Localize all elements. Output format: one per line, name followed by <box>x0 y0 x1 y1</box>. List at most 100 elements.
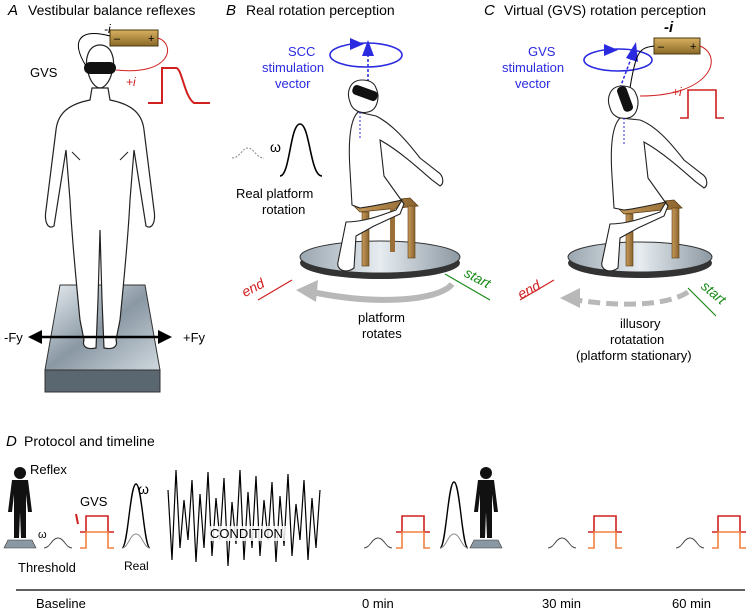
panel-d-letter: D <box>6 433 17 450</box>
illusory-rotation-arrowhead <box>560 288 580 308</box>
threshold-bump-60 <box>675 537 705 549</box>
wire-negative-c <box>629 45 655 89</box>
omega-small-bump <box>231 147 265 159</box>
end-marker-line-c <box>519 279 555 301</box>
force-arrow-left <box>28 330 42 344</box>
gvs-headband <box>84 62 116 74</box>
gvs-label: GVS <box>30 65 58 80</box>
platform-disc-c <box>567 241 713 273</box>
gvs-pulse-60 <box>712 515 746 533</box>
panel-d: D Protocol and timeline Reflex GVS ω ω T… <box>3 433 746 610</box>
gvs-rotation-ellipse <box>583 48 653 72</box>
timeline-0min: 0 min <box>362 596 394 610</box>
svg-text:–: – <box>114 33 121 45</box>
gvs-pulse-waveform <box>148 67 210 104</box>
gvs-vector-label-1: GVS <box>528 44 556 59</box>
condition-noise-waveform <box>167 469 321 567</box>
panel-b: B Real rotation perception SCC stimulati… <box>226 2 494 341</box>
real-platform-label-1: Real platform <box>236 186 313 201</box>
panel-a-title: Vestibular balance reflexes <box>28 2 195 18</box>
battery-icon: – + <box>109 29 159 47</box>
panel-a-letter: A <box>7 2 18 19</box>
gvs-rotation-arrowhead <box>604 44 618 56</box>
condition-label-bg <box>206 526 290 541</box>
gvs-threshold-pulse-d1 <box>80 531 114 549</box>
gvs-tick-mark <box>75 513 79 525</box>
real-rotation-small-0 <box>439 533 469 549</box>
gvs-pulse-d1 <box>80 515 114 533</box>
gvs-pulse-waveform-c <box>680 89 724 119</box>
wire-positive <box>115 37 168 72</box>
real-rotation-peak-d <box>121 483 151 549</box>
svg-text:+: + <box>148 33 154 45</box>
omega-real-d: ω <box>138 481 149 497</box>
platform-rotation-arrowhead <box>296 280 318 302</box>
gvs-pulse-30 <box>588 515 622 533</box>
end-marker-line <box>257 279 293 301</box>
real-rotation-small-d <box>121 533 151 549</box>
real-platform-label-2: rotation <box>262 202 305 217</box>
force-arrow-right <box>158 330 172 344</box>
gvs-label-d: GVS <box>80 494 108 509</box>
timeline-baseline: Baseline <box>36 596 86 610</box>
scc-rotation-ellipse <box>329 42 403 68</box>
gvs-threshold-pulse-60 <box>712 531 746 549</box>
panel-b-letter: B <box>226 2 236 19</box>
plus-i-label-c: +i <box>672 85 682 99</box>
wire-positive-c <box>639 45 712 97</box>
panel-a: A Vestibular balance reflexes – + -i +i … <box>4 2 210 393</box>
gvs-threshold-pulse-0 <box>396 531 430 549</box>
real-rotation-profile <box>279 123 323 177</box>
threshold-bump-0 <box>363 537 393 549</box>
minus-i-label: -i <box>104 22 111 36</box>
panel-c-title: Virtual (GVS) rotation perception <box>504 2 706 18</box>
wire-negative <box>77 33 111 67</box>
force-right-label: +Fy <box>183 330 206 345</box>
illusory-label-1: illusory <box>620 316 661 331</box>
real-label: Real <box>124 559 149 573</box>
panel-c: C Virtual (GVS) rotation perception GVS … <box>484 2 730 363</box>
platform-disc <box>299 240 461 274</box>
rotates-label-1: platform <box>358 310 405 325</box>
reflex-person-icon <box>3 467 37 549</box>
gvs-vector-line <box>619 55 633 89</box>
force-left-label: -Fy <box>4 330 23 345</box>
svg-text:+: + <box>690 41 696 53</box>
scc-label-2: stimulation <box>262 60 324 75</box>
panel-c-letter: C <box>484 2 495 19</box>
end-label-c: end <box>515 276 544 302</box>
scc-label-3: vector <box>275 76 311 91</box>
platform-rotation-arrow <box>311 281 455 303</box>
plus-i-label: +i <box>126 75 136 89</box>
real-rotation-peak-0 <box>439 481 469 549</box>
start-marker-line <box>444 273 491 301</box>
condition-label: CONDITION <box>210 526 283 541</box>
threshold-label: Threshold <box>18 560 76 575</box>
rotates-label-2: rotates <box>362 326 402 341</box>
seated-person-c <box>601 85 708 272</box>
battery-icon-c: – + <box>653 37 701 55</box>
scc-vector-arrowhead <box>362 40 374 56</box>
gvs-threshold-pulse-30 <box>588 531 622 549</box>
force-plate <box>44 284 161 393</box>
minus-i-label-c: -i <box>664 19 674 36</box>
seated-person <box>337 79 444 272</box>
timeline-30min: 30 min <box>542 596 581 610</box>
start-label: start <box>462 264 495 291</box>
reflex-label: Reflex <box>30 462 67 477</box>
scc-label-1: SCC <box>288 44 315 59</box>
omega-small-d: ω <box>38 529 47 541</box>
illusory-rotation-arrow <box>575 289 690 307</box>
omega-symbol: ω <box>270 139 281 155</box>
scc-rotation-arrowhead <box>350 38 364 50</box>
gvs-vector-label-3: vector <box>515 76 551 91</box>
gvs-pulse-0 <box>396 515 430 533</box>
illusory-label-2: rotatation <box>610 332 664 347</box>
gvs-vector-label-2: stimulation <box>502 60 564 75</box>
standing-person <box>44 44 156 350</box>
threshold-bump <box>43 537 73 549</box>
panel-d-title: Protocol and timeline <box>24 433 155 449</box>
panel-b-title: Real rotation perception <box>246 2 395 18</box>
svg-text:–: – <box>658 41 665 53</box>
